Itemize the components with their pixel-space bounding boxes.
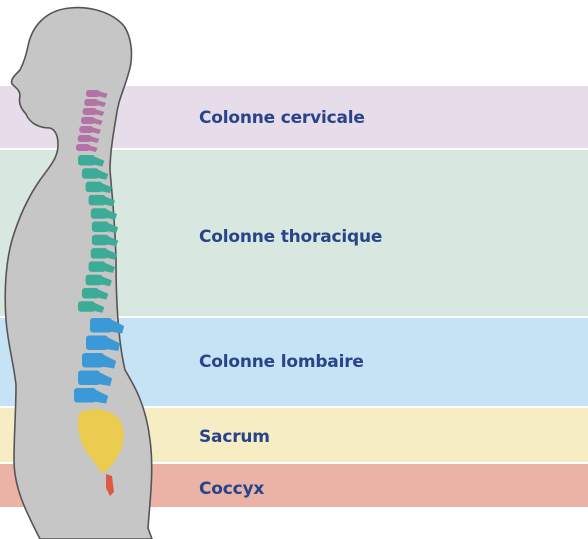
label-colonne-cervicale: Colonne cervicale xyxy=(199,108,365,128)
vertebra-lumbar-1 xyxy=(90,318,124,334)
label-sacrum: Sacrum xyxy=(199,427,270,447)
label-colonne-lombaire: Colonne lombaire xyxy=(199,352,364,372)
label-coccyx: Coccyx xyxy=(199,479,264,499)
label-colonne-thoracique: Colonne thoracique xyxy=(199,227,382,247)
body-silhouette xyxy=(5,8,152,539)
